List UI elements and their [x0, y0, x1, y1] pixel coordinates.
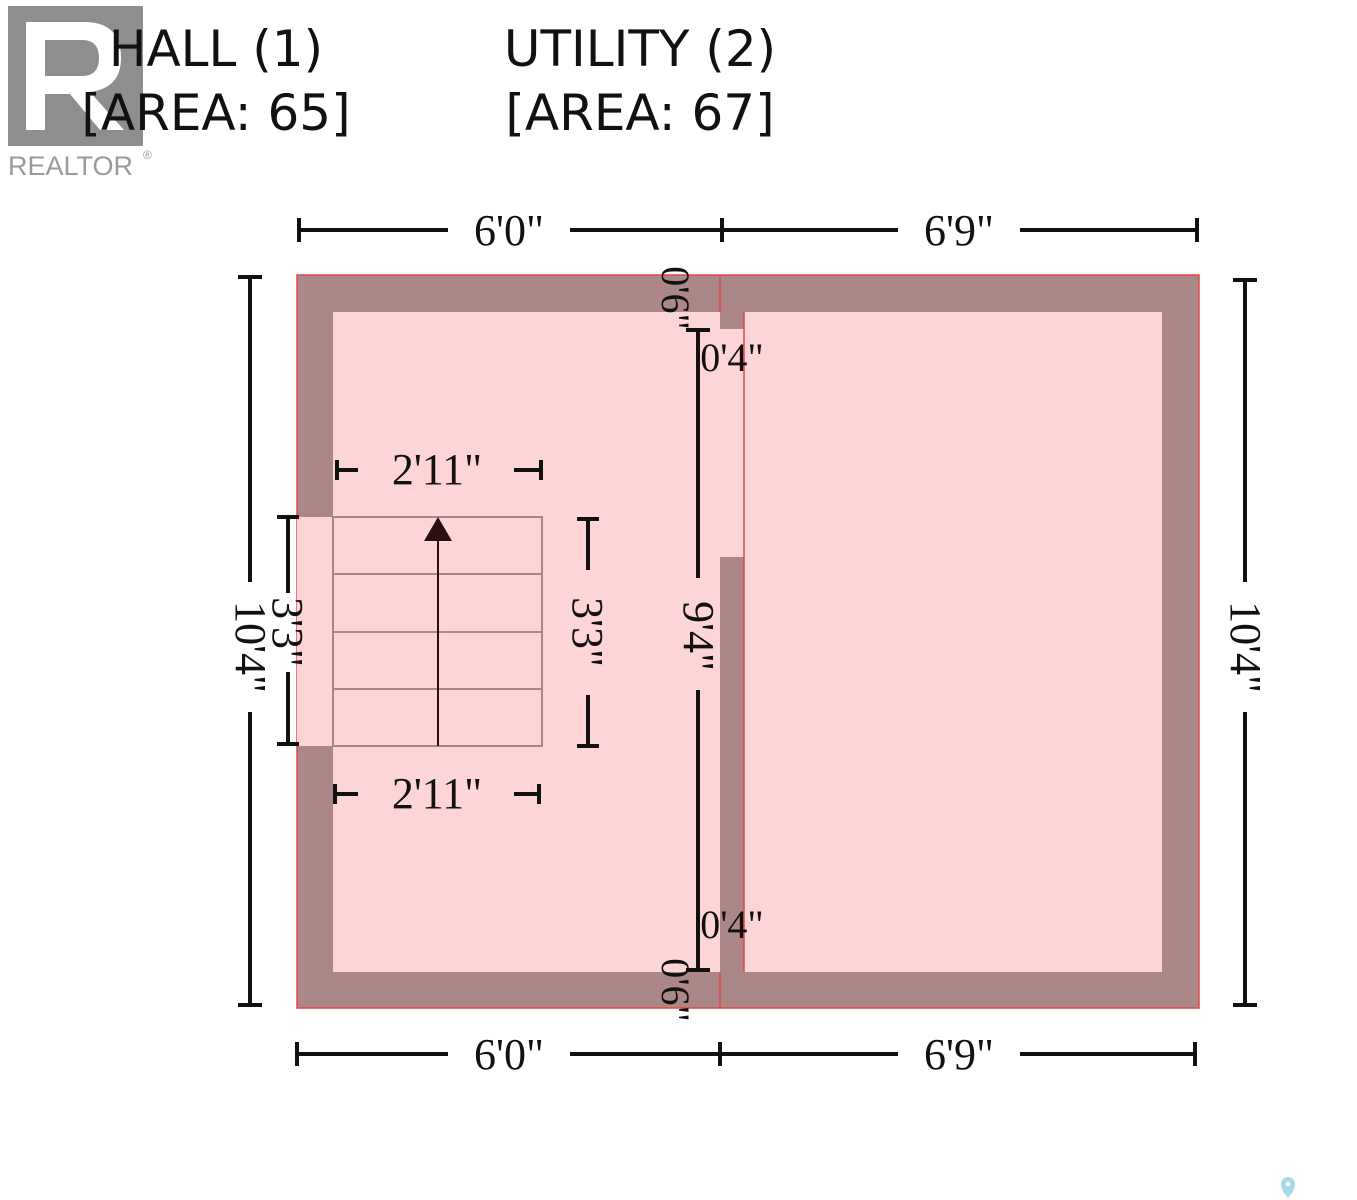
- utility-floor: [720, 312, 1162, 972]
- dim-partition-height: 9'4": [674, 601, 723, 671]
- dim-right-height: 10'4": [1221, 601, 1270, 693]
- room-1-name: HALL (1): [109, 20, 323, 78]
- location-pin-icon: [1281, 1177, 1295, 1198]
- dim-stair-width-bottom: 2'11": [392, 769, 482, 818]
- room-2-area: [AREA: 67]: [505, 84, 774, 142]
- realtor-logo: REALTOR ®: [8, 6, 152, 181]
- dim-stair-width-top: 2'11": [392, 445, 482, 494]
- hall-floor: [333, 312, 720, 972]
- dimension-lines: [238, 218, 1257, 1066]
- dim-stair-height-right: 3'3": [563, 597, 612, 667]
- dim-top-right: 6'9": [924, 206, 994, 255]
- room-2-name: UTILITY (2): [504, 20, 776, 78]
- dim-door-top: 0'4": [700, 335, 764, 380]
- floor-plan: [296, 274, 1200, 1009]
- partition-wall-bottom: [720, 557, 744, 972]
- stair-gap: [297, 517, 333, 746]
- dimension-labels: 6'0" 6'9" 6'0" 6'9" 10'4" 10'4" 9'4" 0'6…: [226, 206, 1270, 1079]
- dim-wall-top-gap: 0'6": [653, 266, 698, 330]
- dim-door-bottom: 0'4": [700, 902, 764, 947]
- room-titles: HALL (1) [AREA: 65] UTILITY (2) [AREA: 6…: [81, 20, 776, 142]
- dim-bottom-right: 6'9": [924, 1030, 994, 1079]
- dim-wall-bottom-gap: 0'6": [653, 958, 698, 1022]
- dim-bottom-left: 6'0": [474, 1030, 544, 1079]
- staircase: [332, 516, 543, 747]
- room-1-area: [AREA: 65]: [81, 84, 350, 142]
- dim-stair-height-left: 3'3": [263, 597, 312, 667]
- dim-top-left: 6'0": [474, 206, 544, 255]
- realtor-registered-mark: ®: [143, 148, 152, 162]
- dim-left-height: 10'4": [226, 601, 275, 693]
- partition-wall-top: [720, 312, 744, 329]
- stair-arrow-icon: [424, 517, 452, 541]
- realtor-wordmark: REALTOR: [8, 151, 133, 181]
